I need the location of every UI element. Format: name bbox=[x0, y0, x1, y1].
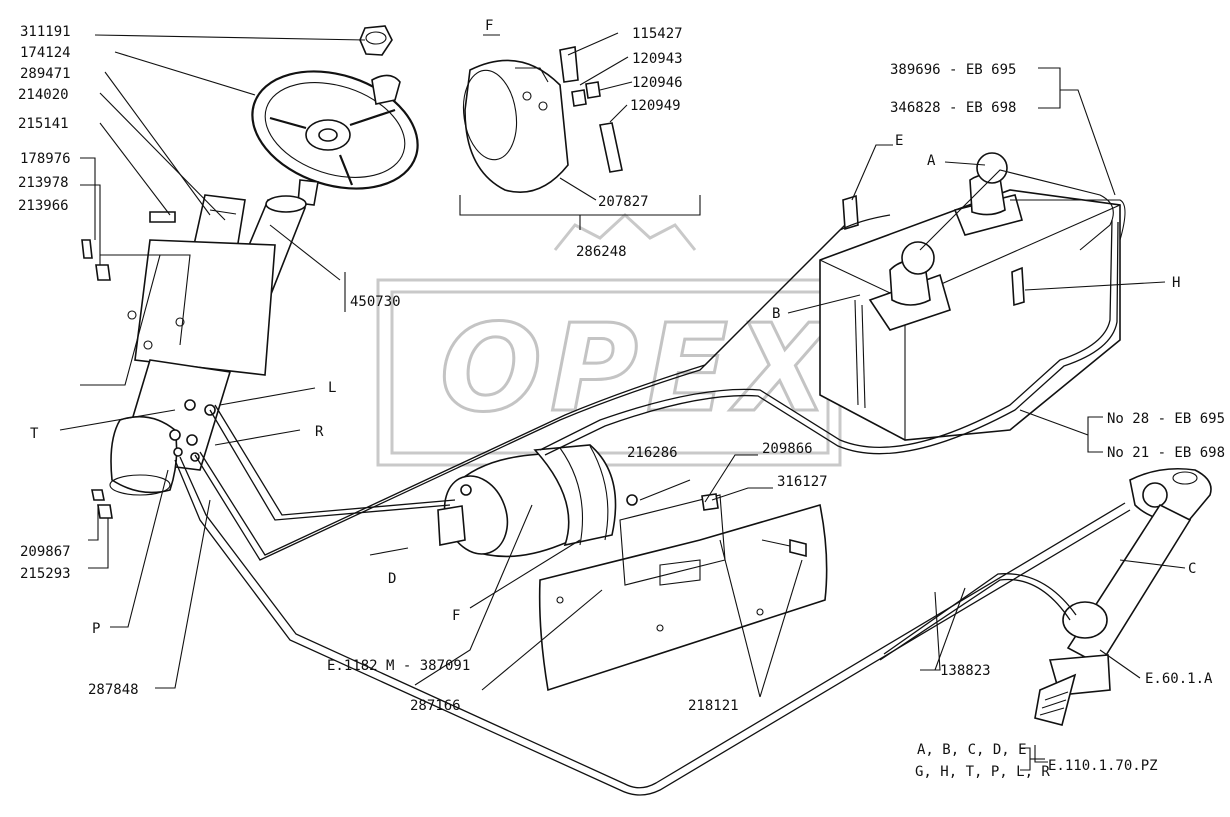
label-120946: 120946 bbox=[632, 75, 683, 91]
oil-tank bbox=[819, 152, 1126, 441]
label-289471: 289471 bbox=[20, 66, 71, 82]
label-letter-b: B bbox=[772, 306, 780, 322]
label-letter-t: T bbox=[30, 426, 39, 442]
label-174124: 174124 bbox=[20, 45, 71, 61]
label-115427: 115427 bbox=[632, 26, 683, 42]
legend-line-1: A, B, C, D, E bbox=[917, 742, 1027, 758]
label-218121: 218121 bbox=[688, 698, 739, 714]
part-labels: 311191 174124 289471 214020 215141 17897… bbox=[18, 18, 1225, 780]
label-209866: 209866 bbox=[762, 441, 813, 457]
steering-cylinder bbox=[1034, 467, 1212, 726]
label-tank-model-2: 346828 - EB 698 bbox=[890, 100, 1016, 116]
label-120949: 120949 bbox=[630, 98, 681, 114]
label-letter-a: A bbox=[927, 153, 936, 169]
label-tank-number-1: No 28 - EB 695 bbox=[1107, 411, 1225, 427]
label-letter-l: L bbox=[328, 380, 336, 396]
label-213978: 213978 bbox=[18, 175, 69, 191]
label-214020: 214020 bbox=[18, 87, 69, 103]
column-fittings bbox=[169, 399, 216, 462]
label-e60: E.60.1.A bbox=[1145, 671, 1213, 687]
label-letter-p: P bbox=[92, 621, 100, 637]
label-detail-f: F bbox=[485, 18, 493, 34]
label-287166: 287166 bbox=[410, 698, 461, 714]
label-tank-model-1: 389696 - EB 695 bbox=[890, 62, 1016, 78]
steering-column bbox=[80, 179, 319, 519]
label-213966: 213966 bbox=[18, 198, 69, 214]
label-316127: 316127 bbox=[777, 474, 828, 490]
label-letter-h: H bbox=[1172, 275, 1180, 291]
label-216286: 216286 bbox=[627, 445, 678, 461]
label-286248: 286248 bbox=[576, 244, 627, 260]
mounting-plate bbox=[538, 493, 828, 692]
steering-wheel bbox=[251, 25, 419, 190]
label-letter-e: E bbox=[895, 133, 903, 149]
label-tank-number-2: No 21 - EB 698 bbox=[1107, 445, 1225, 461]
label-311191: 311191 bbox=[20, 24, 71, 40]
label-letter-c: C bbox=[1188, 561, 1196, 577]
label-450730: 450730 bbox=[350, 294, 401, 310]
label-178976: 178976 bbox=[20, 151, 71, 167]
legend-line-2: G, H, T, P, L, R bbox=[915, 764, 1050, 780]
label-207827: 207827 bbox=[598, 194, 649, 210]
label-e1182: E.1182 M - 387091 bbox=[327, 658, 470, 674]
hydraulic-pipes bbox=[174, 214, 1131, 796]
label-letter-f: F bbox=[452, 608, 460, 624]
leader-lines bbox=[59, 32, 1186, 763]
hydraulic-pump bbox=[437, 444, 617, 558]
detail-f-clamp bbox=[459, 46, 701, 230]
label-215141: 215141 bbox=[18, 116, 69, 132]
label-120943: 120943 bbox=[632, 51, 683, 67]
label-215293: 215293 bbox=[20, 566, 71, 582]
label-letter-r: R bbox=[315, 424, 324, 440]
label-209867: 209867 bbox=[20, 544, 71, 560]
label-138823: 138823 bbox=[940, 663, 991, 679]
label-287848: 287848 bbox=[88, 682, 139, 698]
legend-ref: E.110.1.70.PZ bbox=[1048, 758, 1158, 774]
label-letter-d: D bbox=[388, 571, 396, 587]
